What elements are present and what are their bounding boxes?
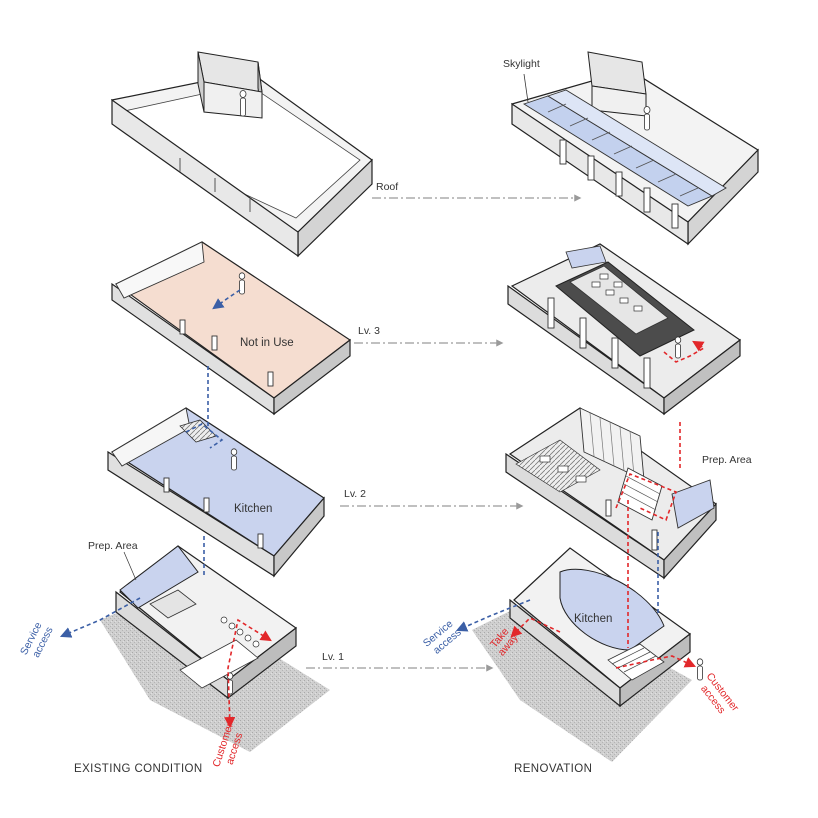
renovation-roof-model — [511, 51, 759, 246]
renovation-service-access-label: Service access — [421, 618, 464, 657]
person-silhouette — [674, 336, 682, 359]
existing-lv2-label: Kitchen — [234, 503, 272, 515]
existing-roof-model — [110, 51, 373, 258]
route-customer-lv1 — [224, 618, 272, 729]
caption-renovation: RENOVATION — [514, 763, 592, 775]
skylight — [522, 89, 727, 207]
route-service-lv2 — [185, 423, 224, 449]
renovation-prep-area-label: Prep. Area — [702, 454, 752, 466]
level-label-lv3: Lv. 3 — [358, 325, 380, 337]
person-silhouette — [696, 658, 704, 681]
level-label-lv1: Lv. 1 — [322, 651, 344, 663]
route-service-lv3 — [212, 289, 241, 310]
renovation-lv2-model — [505, 407, 717, 580]
person-silhouette — [643, 106, 651, 131]
person-silhouette — [230, 448, 238, 471]
level-label-lv2: Lv. 2 — [344, 488, 366, 500]
renovation-lv3-model — [507, 243, 742, 416]
route-customer-lv2 — [615, 472, 678, 522]
route-service-lv1 — [59, 597, 141, 638]
person-silhouette — [238, 272, 246, 295]
route-customer-lv3 — [663, 340, 706, 363]
skylight-label: Skylight — [503, 58, 540, 70]
route-takeaway — [510, 617, 561, 638]
renovation-kitchen-label: Kitchen — [574, 613, 612, 625]
renovation-lv1-model: Kitchen — [455, 547, 704, 762]
ground-plane — [472, 596, 692, 762]
vertical-connectors — [203, 366, 681, 648]
existing-lv2-model: Kitchen — [107, 407, 325, 578]
existing-prep-area-label: Prep. Area — [88, 540, 138, 552]
existing-lv3-model: Not in Use — [111, 241, 352, 416]
level-connectors — [306, 194, 582, 672]
level-label-roof: Roof — [376, 181, 398, 193]
existing-lv1-model: Prep. Area — [59, 540, 330, 752]
route-service-renovation — [455, 599, 531, 632]
person-silhouette — [239, 90, 247, 117]
existing-service-access-label: Service access — [18, 620, 56, 659]
caption-existing-condition: EXISTING CONDITION — [74, 763, 203, 775]
existing-lv3-label: Not in Use — [240, 337, 294, 349]
